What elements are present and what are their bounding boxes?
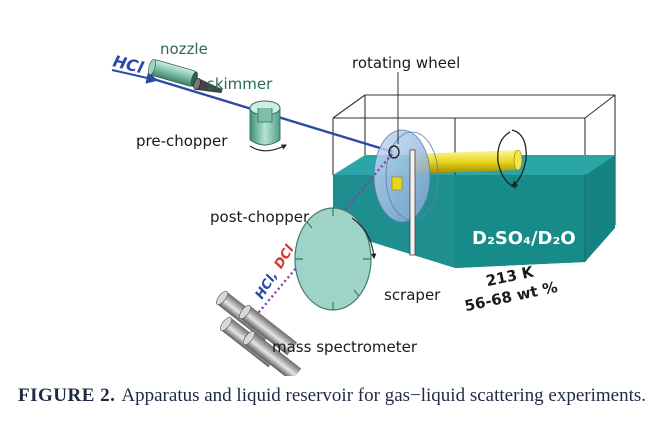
label-hcl: HCl — [111, 51, 146, 77]
label-mass-spectrometer: mass spectrometer — [272, 338, 418, 356]
label-post-chopper: post-chopper — [210, 208, 310, 226]
scattered-beam — [253, 153, 393, 319]
label-dcl-out: DCl — [272, 242, 298, 271]
axle-rotation-arrow — [497, 131, 517, 189]
caption-label: FIGURE 2. — [18, 385, 116, 406]
label-scraper: scraper — [384, 286, 441, 304]
label-pre-chopper: pre-chopper — [136, 132, 228, 150]
figure-caption: FIGURE 2.Apparatus and liquid reservoir … — [18, 384, 658, 408]
label-rotating-wheel: rotating wheel — [352, 54, 460, 72]
caption-text: Apparatus and liquid reservoir for gas−l… — [121, 385, 647, 406]
label-nozzle: nozzle — [160, 40, 208, 58]
skimmer — [193, 77, 223, 94]
liquid-reservoir — [333, 155, 615, 268]
mass-spectrometer — [216, 291, 302, 376]
scraper — [409, 149, 416, 256]
label-skimmer: skimmer — [207, 75, 273, 93]
pre-chopper-rotation-arrow — [249, 144, 287, 152]
pre-chopper — [249, 100, 287, 152]
apparatus-diagram: HCl nozzle skimmer pre-chopper rotating … — [111, 40, 616, 376]
post-chopper-rotation-arrow — [351, 217, 377, 260]
nozzle — [148, 58, 198, 87]
reservoir-solution-panel — [455, 175, 585, 268]
axle-rod — [412, 149, 523, 174]
label-solution: D₂SO₄/D₂O — [472, 228, 576, 249]
label-hcl-out: HCl, — [253, 269, 282, 302]
post-chopper — [294, 207, 377, 311]
hcl-arrow — [111, 69, 159, 84]
vacuum-box-back-edges — [332, 94, 616, 225]
